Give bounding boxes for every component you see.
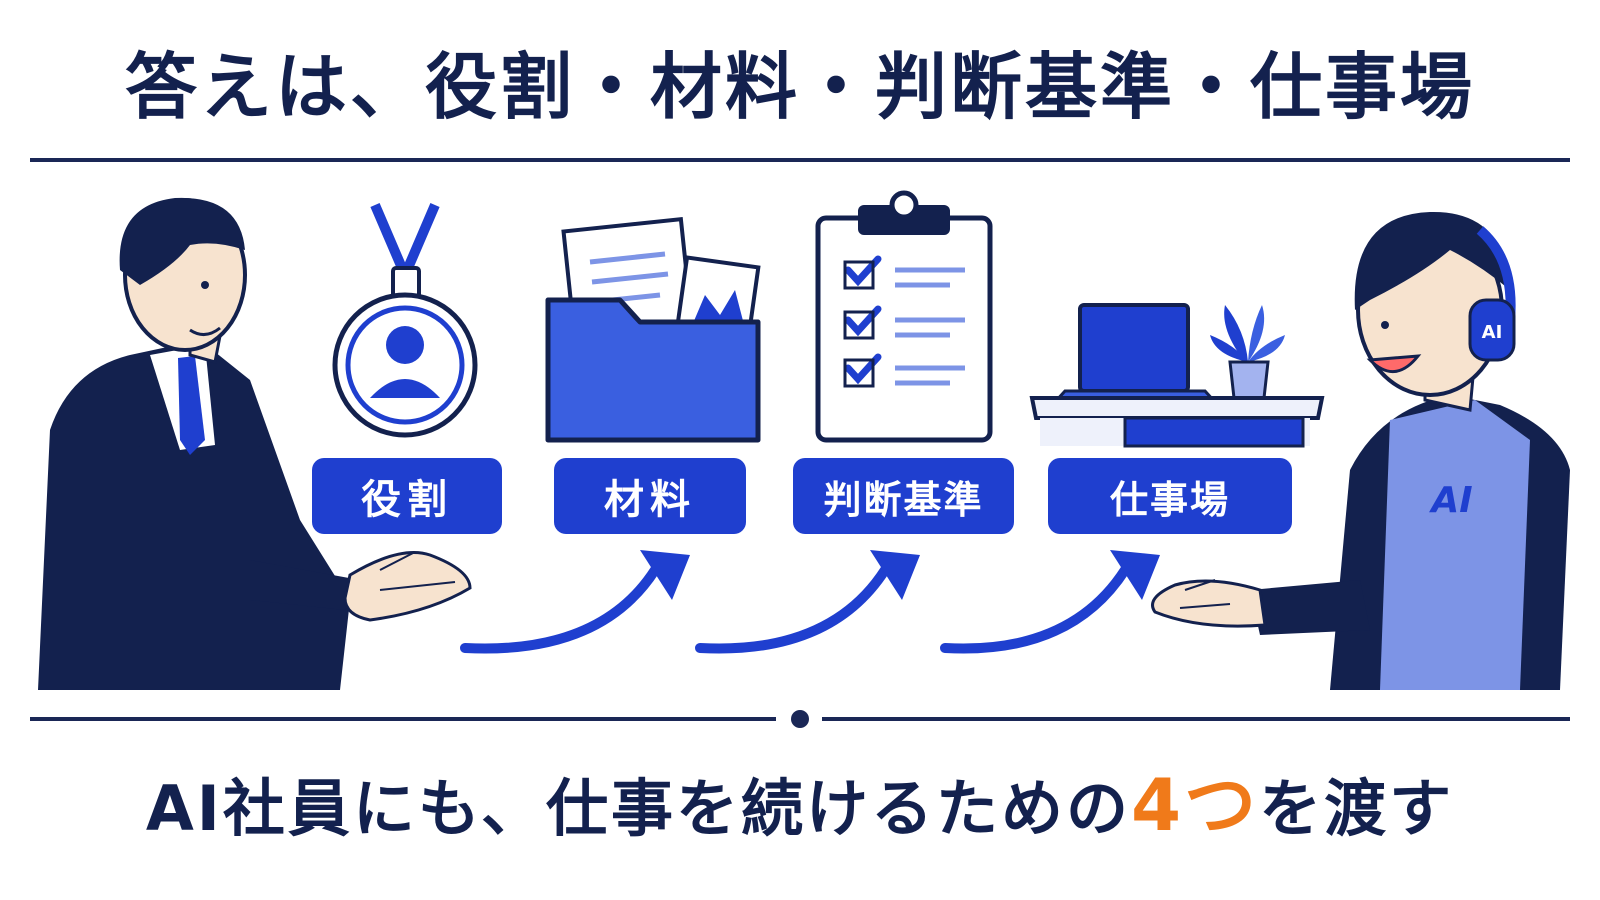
flow-arrow-2 (695, 550, 920, 654)
step-label-workplace: 仕事場 (1048, 458, 1292, 534)
step-label-materials: 材料 (554, 458, 746, 534)
tagline-before: AI社員にも、仕事を続けるための (145, 772, 1132, 845)
step-label-criteria: 判断基準 (793, 458, 1014, 534)
bottom-divider-left (30, 717, 776, 721)
flow-arrow-1 (460, 550, 690, 654)
tagline-after: を渡す (1259, 772, 1455, 845)
ai-worker-figure: AI AI (1151, 211, 1570, 690)
flow-arrow-3 (940, 550, 1160, 654)
top-divider (30, 158, 1570, 162)
tagline-highlight: 4つ (1131, 763, 1260, 847)
id-badge-icon (332, 203, 478, 438)
vest-label: AI (1428, 480, 1472, 521)
step-label-role: 役割 (312, 458, 502, 534)
clipboard-checklist-icon (815, 190, 993, 443)
page-title: 答えは、役割・材料・判断基準・仕事場 (124, 45, 1475, 129)
folder-documents-icon (545, 216, 761, 443)
bottom-divider-dot (791, 710, 809, 728)
bottom-divider-right (822, 717, 1570, 721)
tagline: AI社員にも、仕事を続けるための4つを渡す (0, 746, 1600, 851)
desk-laptop-icon (1029, 303, 1325, 448)
headset-label: AI (1482, 322, 1503, 343)
businessman-figure (38, 197, 472, 690)
